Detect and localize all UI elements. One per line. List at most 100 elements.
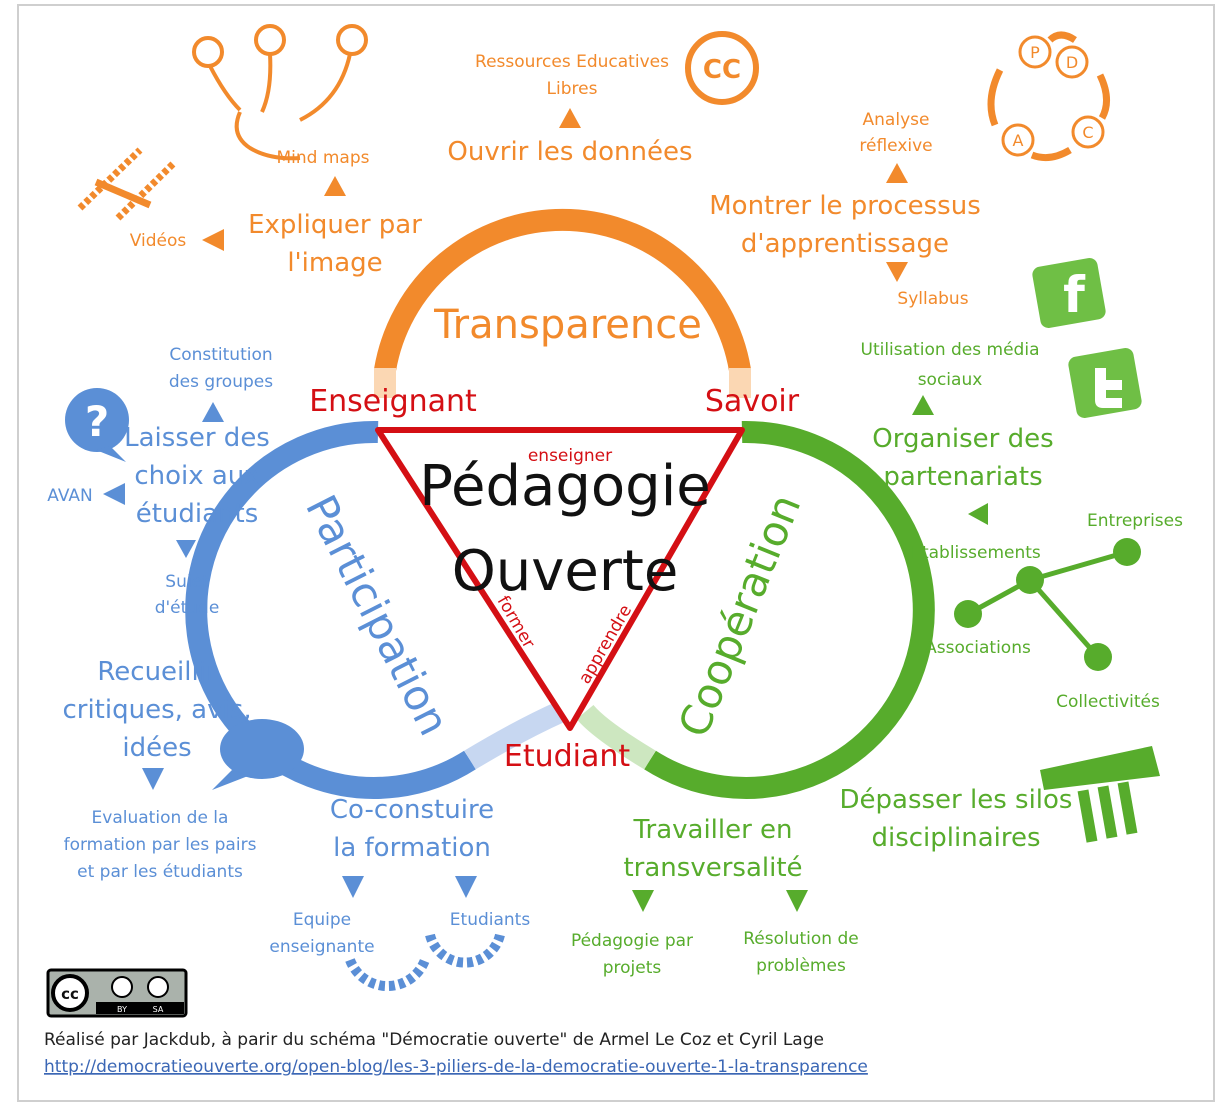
participation-arc <box>185 420 476 799</box>
organiser-line2: partenariats <box>883 462 1042 492</box>
credits-line: Réalisé par Jackdub, à parir du schéma "… <box>44 1030 824 1050</box>
arrow-down-icon <box>632 890 654 912</box>
svg-text:CC: CC <box>703 55 741 85</box>
etudiants-label: Etudiants <box>450 910 531 930</box>
creative-commons-icon: CC <box>685 31 759 105</box>
arrow-down-icon <box>886 262 908 282</box>
arrow-left-icon <box>202 229 224 251</box>
depasser-line1: Dépasser les silos <box>840 785 1073 815</box>
sujet-line2: d'étude <box>155 598 220 618</box>
montrer-line2: d'apprentissage <box>741 229 949 259</box>
recueillir-line3: idées <box>122 733 191 763</box>
rel-line1: Ressources Educatives <box>475 52 669 72</box>
depasser-line2: disciplinaires <box>871 823 1040 853</box>
resolution-line2: problèmes <box>756 956 846 976</box>
analyse-line2: réflexive <box>859 136 932 156</box>
rel-line2: Libres <box>547 79 598 99</box>
montrer-line1: Montrer le processus <box>709 191 981 221</box>
arrow-down-icon <box>455 876 477 898</box>
coconstuire-line1: Co-constuire <box>330 795 494 825</box>
coconstuire-line2: la formation <box>333 833 491 863</box>
facebook-icon: f <box>1032 258 1106 328</box>
vertex-enseignant: Enseignant <box>309 384 477 419</box>
laisser-line3: étudiants <box>136 499 259 529</box>
entreprises-label: Entreprises <box>1087 511 1183 531</box>
arrow-up-icon <box>559 108 581 128</box>
equipe-line1: Equipe <box>293 910 351 930</box>
transparence-arc <box>374 208 751 372</box>
analyse-line1: Analyse <box>863 110 930 130</box>
travailler-line2: transversalité <box>623 853 802 883</box>
constitution-line2: des groupes <box>169 372 273 392</box>
svg-text:?: ? <box>85 397 109 446</box>
svg-text:f: f <box>1063 266 1086 324</box>
gears-icon <box>345 933 505 991</box>
center-title-line2: Ouverte <box>452 539 679 604</box>
svg-text:BY: BY <box>117 1005 127 1014</box>
evaluation-line3: et par les étudiants <box>77 862 243 882</box>
associations-label: Associations <box>925 638 1031 658</box>
expliquer-line2: l'image <box>287 248 382 278</box>
cooperation-arc <box>644 420 935 799</box>
center-title-line1: Pédagogie <box>419 454 710 519</box>
pedagogie-projets-line1: Pédagogie par <box>571 931 693 951</box>
cc-by-sa-license-badge: cc BY SA <box>46 968 188 1018</box>
edge-enseigner: enseigner <box>528 446 612 466</box>
edge-apprendre: apprendre <box>575 602 636 688</box>
evaluation-line1: Evaluation de la <box>92 808 229 828</box>
speech-bubble-icon <box>212 719 304 790</box>
utilisation-line1: Utilisation des média <box>861 340 1040 360</box>
svg-text:SA: SA <box>153 1005 164 1014</box>
arrow-up-icon <box>886 163 908 183</box>
etablissements-label: Etablissements <box>911 543 1041 563</box>
equipe-line2: enseignante <box>269 937 374 957</box>
mindmaps-label: Mind maps <box>277 148 370 168</box>
resolution-line1: Résolution de <box>743 929 858 949</box>
arrow-down-icon <box>142 768 164 790</box>
network-icon <box>954 538 1141 671</box>
pdca-cycle-icon: P D C A <box>987 31 1110 162</box>
arrow-down-icon <box>342 876 364 898</box>
cooperation-arc-tail <box>576 704 656 770</box>
laisser-line2: choix aux <box>134 461 259 491</box>
svg-text:D: D <box>1066 53 1078 72</box>
arrow-left-icon <box>968 503 988 525</box>
twitter-icon <box>1068 348 1142 418</box>
transparence-label: Transparence <box>433 302 702 348</box>
arrow-down-icon <box>786 890 808 912</box>
sujet-line1: Sujet <box>165 572 209 592</box>
videos-label: Vidéos <box>130 231 187 251</box>
laisser-line1: Laisser des <box>124 423 270 453</box>
arrow-up-icon <box>912 395 934 415</box>
mindmap-icon <box>192 24 368 161</box>
arrow-left-icon <box>103 483 125 505</box>
svg-text:P: P <box>1030 43 1040 62</box>
utilisation-line2: sociaux <box>918 370 983 390</box>
institution-pillars-icon <box>1040 746 1160 843</box>
travailler-line1: Travailler en <box>632 815 792 845</box>
svg-text:C: C <box>1082 123 1093 142</box>
pedagogie-projets-line2: projets <box>603 958 662 978</box>
arrow-up-icon <box>324 176 346 196</box>
participation-label: Participation <box>296 487 459 743</box>
syllabus-label: Syllabus <box>897 289 968 309</box>
svg-text:A: A <box>1013 131 1024 150</box>
pedagogy-triangle <box>375 427 745 731</box>
vertex-etudiant: Etudiant <box>504 739 631 774</box>
expliquer-line1: Expliquer par <box>248 210 422 240</box>
arrow-up-icon <box>202 402 224 422</box>
avan-label: AVAN <box>47 486 92 506</box>
collectivites-label: Collectivités <box>1056 692 1160 712</box>
film-strip-icon <box>77 147 178 221</box>
ouvrir-donnees: Ouvrir les données <box>447 137 692 167</box>
vertex-savoir: Savoir <box>705 384 800 419</box>
source-link[interactable]: http://democratieouverte.org/open-blog/l… <box>44 1057 868 1077</box>
constitution-line1: Constitution <box>169 345 272 365</box>
question-bubble-icon: ? <box>65 388 129 462</box>
arrow-down-icon <box>176 540 196 558</box>
recueillir-line1: Recueillir <box>97 657 217 687</box>
recueillir-line2: critiques, avis, <box>62 695 251 725</box>
participation-arc-tail <box>464 701 565 770</box>
svg-text:cc: cc <box>61 985 79 1003</box>
